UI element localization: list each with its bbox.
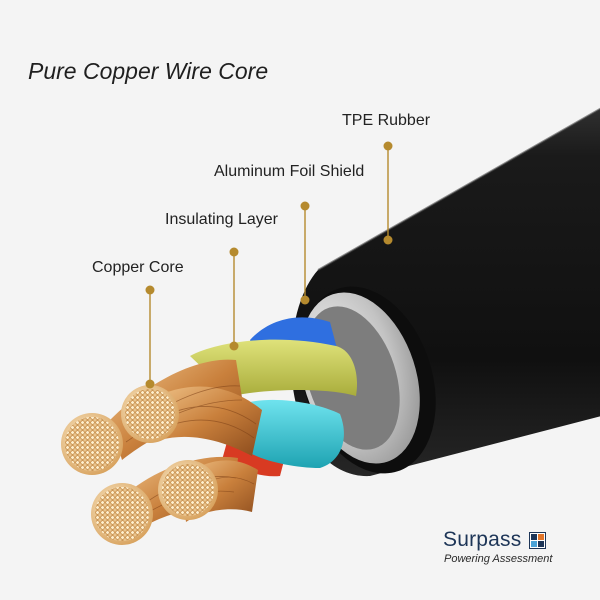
brand-name: Surpass [443,528,522,551]
cyan-insulated-conductor [250,399,344,468]
callout-lines [149,146,389,384]
callout-dots [145,141,393,389]
callout-label-aluminum-foil-shield: Aluminum Foil Shield [214,163,365,180]
strand-face-bottom [91,483,153,545]
strand-face-right [158,460,218,520]
page-title: Pure Copper Wire Core [28,58,269,84]
callout-label-copper-core: Copper Core [92,259,184,276]
brand-logo: Surpass Powering Assessment [438,528,588,568]
callout-label-insulating-layer: Insulating Layer [165,211,278,228]
copper-strand-bundles [61,359,262,545]
brand-tagline: Powering Assessment [444,553,553,565]
strand-face-left [61,413,123,475]
callout-label-tpe-rubber: TPE Rubber [342,112,431,129]
strand-face-top [121,385,179,443]
brand-mark-icon [529,532,546,549]
